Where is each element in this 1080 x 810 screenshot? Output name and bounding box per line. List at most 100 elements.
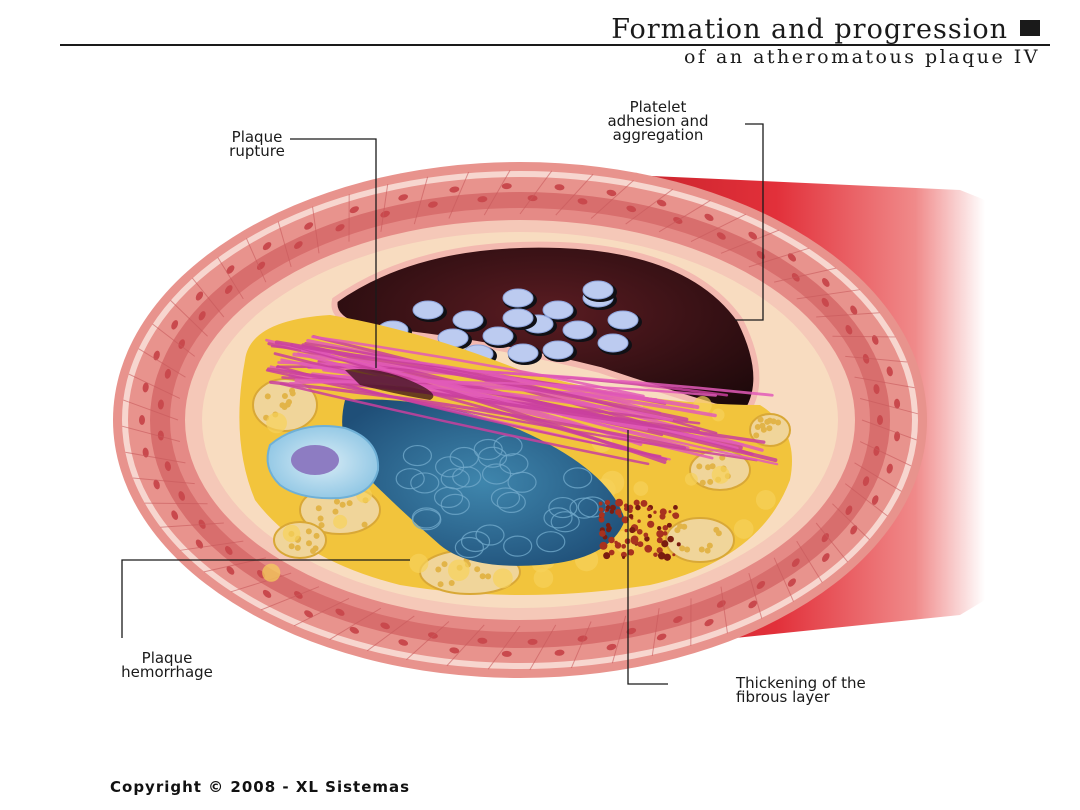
muscle-fiber xyxy=(191,277,225,318)
lipid-droplet xyxy=(435,566,442,573)
muscle-fiber xyxy=(854,462,902,492)
muscle-nucleus xyxy=(606,189,617,197)
muscle-fiber xyxy=(138,348,186,378)
lipid-droplet xyxy=(764,418,771,425)
muscle-fiber xyxy=(815,522,849,563)
lipid-droplet xyxy=(705,464,712,471)
fat-globule xyxy=(282,524,301,543)
muscle-nucleus xyxy=(554,649,565,656)
blood-cell xyxy=(606,525,612,531)
fat-globule xyxy=(262,563,281,582)
lipid-droplet xyxy=(766,425,773,432)
core-cell xyxy=(460,530,491,553)
blood-cell xyxy=(624,528,628,533)
muscle-nucleus xyxy=(164,461,171,472)
muscle-nucleus xyxy=(153,350,160,361)
platelet xyxy=(452,310,484,330)
lipid-droplet xyxy=(757,416,764,423)
blood-cell xyxy=(620,551,627,558)
blood-cell xyxy=(622,555,626,559)
lipid-droplet xyxy=(448,579,455,586)
muscle-nucleus xyxy=(656,633,667,641)
muscle-fiber xyxy=(277,221,292,268)
blood-cell xyxy=(603,552,611,560)
muscle-nucleus xyxy=(850,525,858,535)
muscle-nucleus xyxy=(850,305,858,315)
leader-plaque-rupture xyxy=(290,138,377,368)
blood-cell xyxy=(615,508,622,516)
lipid-droplet xyxy=(339,501,346,508)
muscle-fiber xyxy=(144,502,208,505)
blood-cell xyxy=(672,553,676,557)
muscle-nucleus xyxy=(398,639,409,646)
muscle-fiber xyxy=(312,206,320,254)
platelet xyxy=(507,343,539,363)
muscle-nucleus xyxy=(335,224,345,232)
leader-hemorrhage xyxy=(121,559,410,638)
muscle-fiber xyxy=(832,335,896,338)
lipid-droplet xyxy=(281,393,288,400)
muscle-nucleus xyxy=(821,553,830,562)
collagen-fiber xyxy=(279,382,650,466)
muscle-nucleus xyxy=(178,491,186,501)
muscle-nucleus xyxy=(157,430,164,441)
muscle-nucleus xyxy=(477,196,488,203)
muscle-fiber xyxy=(651,608,660,656)
lipid-droplet xyxy=(709,463,716,470)
muscle-fiber xyxy=(832,503,870,540)
lipid-droplet xyxy=(677,523,684,530)
collagen-fiber xyxy=(288,380,717,397)
muscle-fiber xyxy=(260,586,320,611)
muscle-fiber xyxy=(861,419,917,441)
muscle-nucleus xyxy=(195,291,204,301)
blood-cell xyxy=(662,531,668,536)
muscle-fiber xyxy=(128,373,181,399)
muscle-fiber xyxy=(487,625,521,670)
fat-globule xyxy=(711,408,725,422)
lipid-droplet xyxy=(679,545,686,552)
platelet xyxy=(482,326,514,346)
rupture-site xyxy=(345,369,434,400)
blood-cell xyxy=(656,547,663,554)
platelet xyxy=(597,333,629,353)
collagen-fiber xyxy=(266,367,766,444)
blood-cell xyxy=(621,543,627,549)
muscle-nucleus xyxy=(164,368,171,379)
lipid-droplet xyxy=(754,423,761,430)
lipid-droplet xyxy=(313,532,320,539)
core-cell xyxy=(496,491,526,513)
blood-cell xyxy=(633,499,640,506)
lipid-droplet xyxy=(753,432,760,439)
muscle-fiber xyxy=(406,621,450,660)
blood-cell xyxy=(599,530,606,537)
muscle-fiber xyxy=(611,615,627,664)
muscle-nucleus xyxy=(171,510,179,520)
muscle-nucleus xyxy=(821,533,829,543)
muscle-nucleus xyxy=(886,366,893,377)
lipid-droplet xyxy=(479,573,486,580)
lipid-droplet xyxy=(289,390,296,397)
blood-cell xyxy=(598,501,603,506)
blood-cell xyxy=(605,508,610,512)
fat-globule xyxy=(693,395,712,415)
fibrous-cap xyxy=(265,335,779,466)
muscle-nucleus xyxy=(262,589,272,598)
lipid-droplet xyxy=(333,498,340,505)
muscle-fiber xyxy=(160,522,224,528)
muscle-nucleus xyxy=(449,647,460,654)
blood-cell xyxy=(672,512,680,520)
muscle-nucleus xyxy=(226,265,235,274)
fat-globule xyxy=(533,568,554,588)
blood-cell xyxy=(656,537,663,544)
blood-cell xyxy=(653,510,657,514)
muscle-nucleus xyxy=(871,495,879,505)
blood-cell xyxy=(628,513,634,519)
core-cell xyxy=(548,496,578,519)
lipid-droplet xyxy=(775,419,782,426)
muscle-nucleus xyxy=(787,578,796,587)
core-cell xyxy=(563,467,593,489)
blood-cell xyxy=(653,552,658,557)
blood-cell xyxy=(598,512,605,518)
blood-cell xyxy=(657,525,662,531)
muscle-fiber xyxy=(816,312,880,318)
